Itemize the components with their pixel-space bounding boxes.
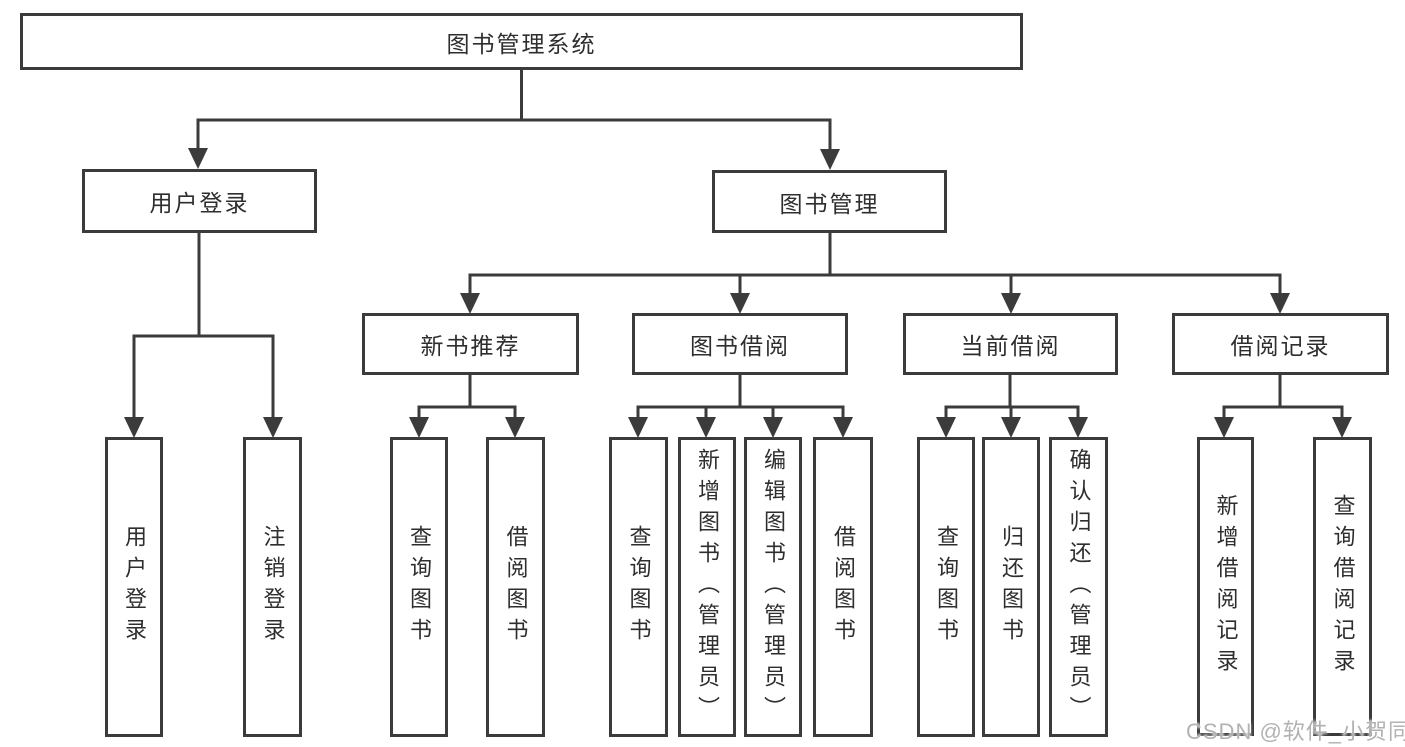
arrowhead-down-icon: [763, 417, 783, 438]
arrowhead-down-icon: [188, 148, 208, 169]
node-book-borrow: 图书借阅: [632, 313, 848, 375]
node-leaf-return-book-label: 归还图书: [999, 525, 1024, 649]
node-leaf-query-borrow-record: 查询借阅记录: [1313, 437, 1372, 736]
node-new-book-recommend: 新书推荐: [362, 313, 579, 375]
node-current-borrow-label: 当前借阅: [960, 333, 1061, 359]
node-leaf-logout: 注销登录: [243, 437, 302, 737]
node-leaf-edit-book-admin: 编辑图书（管理员）: [744, 437, 802, 737]
arrowhead-down-icon: [263, 417, 283, 438]
connector-new-book-recommend-children: [409, 373, 525, 438]
node-book-management: 图书管理: [712, 170, 947, 233]
node-leaf-confirm-return-admin-label: 确认归还（管理员）: [1066, 447, 1092, 727]
node-book-borrow-label: 图书借阅: [690, 333, 790, 359]
node-leaf-query-book-1: 查询图书: [390, 437, 448, 737]
connector-borrow-records-children: [1214, 373, 1352, 438]
node-leaf-borrow-book-2-label: 借阅图书: [831, 525, 856, 649]
node-user-login: 用户登录: [82, 169, 317, 233]
node-leaf-query-borrow-record-label: 查询借阅记录: [1330, 493, 1356, 680]
node-leaf-query-book-2: 查询图书: [609, 437, 668, 737]
arrowhead-down-icon: [820, 149, 840, 170]
node-book-management-label: 图书管理: [779, 190, 880, 217]
arrowhead-down-icon: [936, 417, 956, 438]
arrowhead-down-icon: [460, 293, 480, 314]
node-leaf-return-book: 归还图书: [982, 437, 1040, 737]
node-library-system: 图书管理系统: [20, 13, 1023, 70]
arrowhead-down-icon: [1001, 293, 1021, 314]
node-user-login-label: 用户登录: [149, 190, 250, 216]
node-library-system-label: 图书管理系统: [446, 30, 597, 57]
node-leaf-confirm-return-admin: 确认归还（管理员）: [1049, 437, 1108, 737]
node-leaf-user-login: 用户登录: [105, 437, 163, 737]
node-current-borrow: 当前借阅: [903, 313, 1118, 375]
node-leaf-logout-label: 注销登录: [260, 525, 286, 649]
node-leaf-edit-book-admin-label: 编辑图书（管理员）: [761, 447, 786, 727]
node-leaf-query-book-3: 查询图书: [917, 437, 975, 737]
arrowhead-down-icon: [1332, 417, 1352, 438]
node-leaf-query-book-3-label: 查询图书: [934, 525, 959, 649]
arrowhead-down-icon: [1214, 417, 1234, 438]
connector-user-login-children: [124, 231, 283, 438]
connector-book-borrow-children: [628, 373, 853, 438]
node-borrow-records-label: 借阅记录: [1230, 333, 1331, 359]
node-borrow-records: 借阅记录: [1172, 313, 1389, 375]
node-leaf-add-borrow-record: 新增借阅记录: [1197, 437, 1254, 736]
arrowhead-down-icon: [505, 417, 525, 438]
arrowhead-down-icon: [696, 417, 716, 438]
node-leaf-query-book-1-label: 查询图书: [407, 525, 432, 649]
node-leaf-borrow-book-1: 借阅图书: [486, 437, 545, 737]
node-leaf-borrow-book-2: 借阅图书: [813, 437, 873, 737]
node-leaf-add-borrow-record-label: 新增借阅记录: [1213, 493, 1239, 680]
arrowhead-down-icon: [124, 417, 144, 438]
node-new-book-recommend-label: 新书推荐: [420, 333, 521, 359]
connector-current-borrow-children: [936, 373, 1088, 438]
arrowhead-down-icon: [1270, 293, 1290, 314]
arrowhead-down-icon: [409, 417, 429, 438]
arrowhead-down-icon: [833, 417, 853, 438]
connector-root-to-level1: [188, 68, 840, 170]
arrowhead-down-icon: [1068, 417, 1088, 438]
arrowhead-down-icon: [628, 417, 648, 438]
node-leaf-query-book-2-label: 查询图书: [626, 525, 652, 649]
arrowhead-down-icon: [1001, 417, 1021, 438]
node-leaf-add-book-admin-label: 新增图书（管理员）: [695, 447, 720, 727]
connector-book-management-children: [460, 231, 1290, 314]
node-leaf-add-book-admin: 新增图书（管理员）: [678, 437, 736, 737]
node-leaf-borrow-book-1-label: 借阅图书: [503, 525, 529, 649]
arrowhead-down-icon: [730, 293, 750, 314]
node-leaf-user-login-label: 用户登录: [122, 525, 147, 649]
csdn-watermark: CSDN @软件_小贺同学: [1186, 719, 1405, 744]
